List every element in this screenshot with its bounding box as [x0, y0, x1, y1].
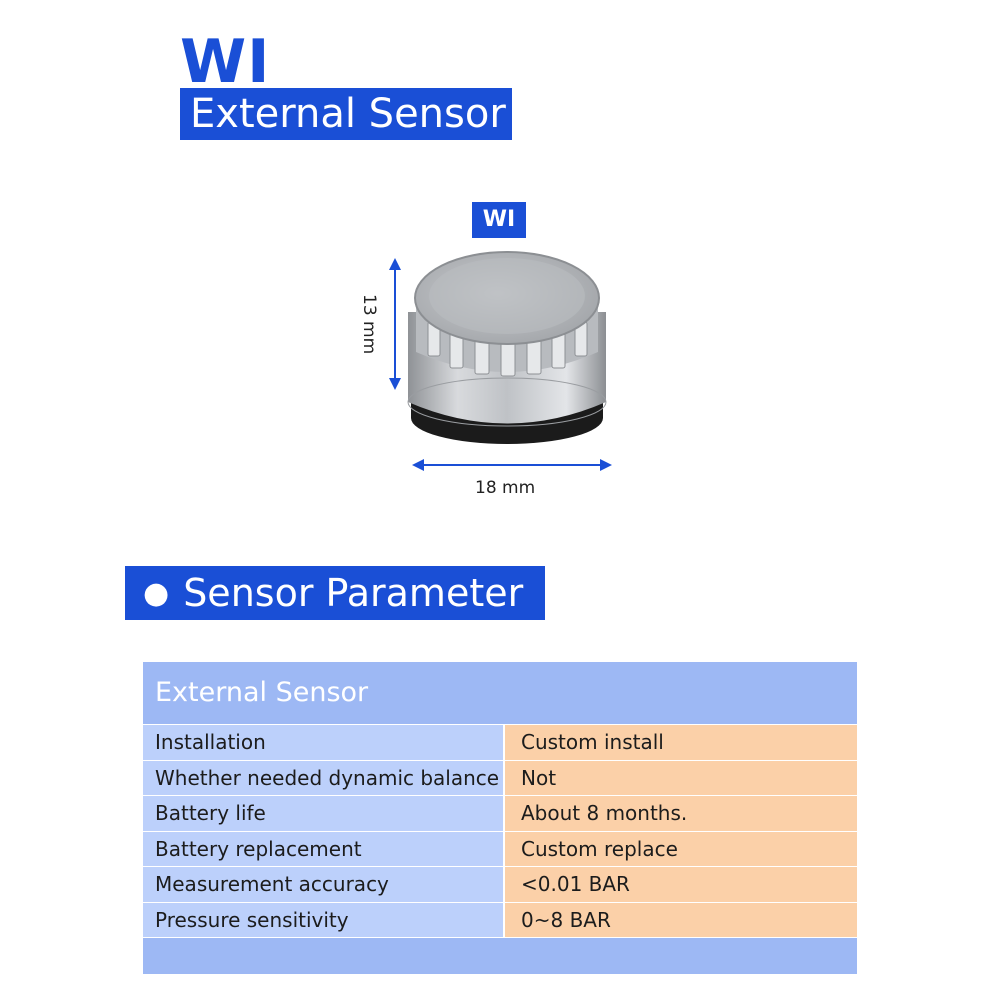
- row-value: About 8 months.: [505, 796, 857, 831]
- table-row: Pressure sensitivity 0~8 BAR: [143, 901, 857, 937]
- bullet-icon: ●: [143, 576, 170, 611]
- width-dimension-arrow: [412, 459, 612, 471]
- table-row: Measurement accuracy <0.01 BAR: [143, 866, 857, 902]
- row-value: Custom install: [505, 725, 857, 760]
- spec-table-header: External Sensor: [143, 662, 857, 724]
- section-heading: ● Sensor Parameter: [125, 566, 545, 620]
- row-value: Custom replace: [505, 831, 857, 866]
- page-title: External Sensor: [180, 88, 512, 140]
- table-row: Whether needed dynamic balance Not: [143, 759, 857, 795]
- spec-table: External Sensor Installation Custom inst…: [143, 662, 857, 974]
- row-key: Installation: [143, 725, 505, 760]
- row-key: Whether needed dynamic balance: [143, 760, 505, 795]
- spec-table-footer: [143, 937, 857, 974]
- height-label: 13 mm: [359, 294, 379, 354]
- sensor-product-image: 13 mm 18 mm: [359, 251, 612, 498]
- row-key: Battery replacement: [143, 831, 505, 866]
- row-value: Not: [505, 760, 857, 795]
- section-heading-text: Sensor Parameter: [183, 571, 524, 615]
- row-key: Battery life: [143, 796, 505, 831]
- table-row: Battery replacement Custom replace: [143, 830, 857, 866]
- width-label: 18 mm: [475, 478, 535, 498]
- product-badge: WI: [472, 202, 526, 238]
- row-value: 0~8 BAR: [505, 902, 857, 937]
- brand-logo: WI: [180, 27, 271, 97]
- row-value: <0.01 BAR: [505, 867, 857, 902]
- table-row: Installation Custom install: [143, 724, 857, 760]
- row-key: Measurement accuracy: [143, 867, 505, 902]
- table-row: Battery life About 8 months.: [143, 795, 857, 831]
- height-dimension-arrow: [389, 258, 401, 390]
- row-key: Pressure sensitivity: [143, 902, 505, 937]
